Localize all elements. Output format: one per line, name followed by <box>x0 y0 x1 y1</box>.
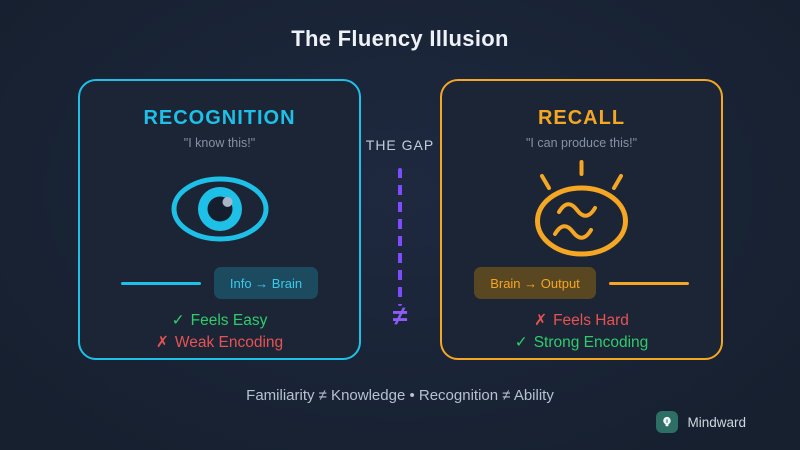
recognition-title: RECOGNITION <box>143 107 296 129</box>
check-icon: ✓ <box>514 334 528 351</box>
point-feels-easy: ✓ Feels Easy <box>80 310 359 332</box>
recognition-card: RECOGNITION "I know this!" Info → Brain … <box>78 79 361 360</box>
check-icon: ✓ <box>171 312 185 329</box>
brain-output-pill: Brain → Output <box>474 267 596 299</box>
flow-line <box>608 281 689 285</box>
point-text: Weak Encoding <box>174 334 284 351</box>
brand-name: Mindward <box>687 414 746 430</box>
recall-flow: Brain → Output <box>442 267 721 299</box>
page-title: The Fluency Illusion <box>291 26 509 51</box>
gap-dashed-line <box>398 168 402 306</box>
point-weak-encoding: ✗ Weak Encoding <box>80 332 359 354</box>
recall-title: RECALL <box>537 107 626 129</box>
cross-icon: ✗ <box>155 334 169 351</box>
recognition-points: ✓ Feels Easy ✗ Weak Encoding <box>80 310 359 354</box>
point-text: Feels Hard <box>553 312 629 329</box>
brain-icon <box>442 159 721 259</box>
recognition-subtitle: "I know this!" <box>183 136 256 150</box>
brand: Mindward <box>656 411 746 433</box>
not-equal-symbol: ≠ <box>392 301 408 331</box>
recall-points: ✗ Feels Hard ✓ Strong Encoding <box>442 310 721 354</box>
flow-line <box>120 281 201 285</box>
lightbulb-icon <box>656 411 679 433</box>
point-text: Strong Encoding <box>533 334 649 351</box>
point-text: Feels Easy <box>190 312 268 329</box>
recognition-flow: Info → Brain <box>80 267 359 299</box>
point-feels-hard: ✗ Feels Hard <box>442 310 721 332</box>
eye-icon <box>80 159 359 259</box>
recall-subtitle: "I can produce this!" <box>525 136 638 150</box>
gap-label: THE GAP <box>365 137 435 153</box>
recall-card: RECALL "I can produce this!" Brain → Out… <box>440 79 723 360</box>
tagline: Familiarity ≠ Knowledge • Recognition ≠ … <box>246 387 554 404</box>
cross-icon: ✗ <box>534 312 548 329</box>
info-brain-pill: Info → Brain <box>213 267 319 299</box>
point-strong-encoding: ✓ Strong Encoding <box>442 332 721 354</box>
